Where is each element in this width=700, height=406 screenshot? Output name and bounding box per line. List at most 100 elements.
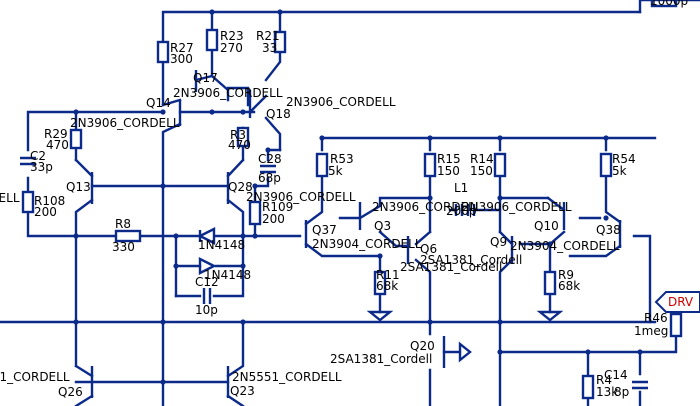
label-top-val: 1000p [650, 0, 688, 8]
label-r29-val: 470 [46, 138, 69, 152]
drv-net-flag [654, 291, 700, 313]
label-r23-ref: R23 [220, 29, 244, 43]
label-q18-model: 2N3906_CORDELL [286, 95, 396, 109]
label-q26-model: 2N5551_CORDELL [0, 370, 70, 384]
label-q14: Q14 [146, 96, 171, 110]
label-r21-ref: R21 [256, 29, 280, 43]
resistor-r8-body [114, 229, 142, 243]
label-q18: Q18 [266, 107, 291, 121]
label-r53-ref: R53 [330, 152, 354, 166]
capacitor-c2 [20, 156, 36, 166]
resistor-r108-body [21, 190, 35, 214]
label-q20: Q20 [410, 339, 435, 353]
label-r15-ref: R15 [437, 152, 461, 166]
label-q38: Q38 [596, 223, 621, 237]
label-r54-val: 5k [612, 164, 627, 178]
label-r108-val: 200 [34, 205, 57, 219]
junction-dots [73, 9, 643, 385]
label-l1-val: 200p [446, 204, 477, 218]
label-r11-ref: R11 [376, 268, 400, 282]
capacitor-c28 [260, 164, 276, 174]
label-r27-ref: R27 [170, 41, 194, 55]
resistor-r3-body [236, 126, 250, 148]
label-r4-val: 13k [596, 385, 618, 399]
label-r21-val: 33 [262, 41, 277, 55]
label-r8-val: 330 [112, 240, 135, 254]
resistor-r4-body [581, 374, 595, 400]
label-c12-ref: C12 [195, 275, 219, 289]
label-r109-ref: R109 [262, 200, 293, 214]
ground-symbol-right [536, 310, 564, 322]
diode-d2 [198, 257, 217, 275]
label-q26: Q26 [58, 385, 83, 399]
label-q17: Q17 [193, 71, 218, 85]
label-r54-ref: R54 [612, 152, 636, 166]
label-q13: Q13 [66, 180, 91, 194]
transistor-bars [90, 70, 622, 398]
label-q23: Q23 [230, 384, 255, 398]
label-d2-val: 1N4148 [204, 268, 251, 282]
ground-symbol-left [366, 310, 394, 322]
label-q38-model: 2N3904_CORDELL [510, 239, 620, 253]
label-r14-ref: R14 [470, 152, 494, 166]
label-r46-ref: R46 [644, 311, 668, 325]
label-c28-val: 68p [258, 171, 281, 185]
label-q9-model: 2SA1381_Cordell [420, 253, 522, 267]
label-r11-val: 68k [376, 279, 398, 293]
label-l1-ref: L1 [454, 181, 468, 195]
resistor-r9-body [543, 270, 557, 296]
resistor-top-body [650, 0, 678, 8]
label-q10-model: 2N3906_CORDELL [462, 200, 572, 214]
label-r3-val: 470 [228, 138, 251, 152]
label-r4-ref: R4 [596, 373, 612, 387]
label-q9: Q9 [490, 235, 507, 249]
resistor-r15-body [423, 152, 437, 178]
output-arrow [458, 341, 472, 363]
component-labels: R27 300 R23 270 R21 33 1000p Q17 Q14 2N3… [0, 0, 688, 399]
label-r8-ref: R8 [115, 217, 131, 231]
resistor-r53-body [315, 152, 329, 178]
label-q13-model: 2N3906_CORDELL [70, 116, 180, 130]
label-r53-val: 5k [328, 164, 343, 178]
label-r108-ref: R108 [34, 194, 65, 208]
label-r46-val: 1meg [634, 324, 668, 338]
resistor-r23-body [205, 28, 219, 52]
label-c14-ref: C14 [604, 368, 628, 382]
label-c12-val: 10p [195, 303, 218, 317]
capacitor-c14 [632, 380, 648, 390]
label-r109-val: 200 [262, 212, 285, 226]
resistor-r11-body [373, 270, 387, 296]
label-d1-val: 1N4148 [198, 238, 245, 252]
label-c28-ref: C28 [258, 152, 282, 166]
resistor-r29-body [69, 128, 83, 150]
label-q14-model: 2N3906_CORDELL [173, 86, 283, 100]
label-r29-ref: R29 [44, 127, 68, 141]
label-r15-val: 150 [437, 164, 460, 178]
resistor-r21-body [273, 30, 287, 54]
inductor-l1 [454, 204, 476, 216]
label-q28: Q28 [228, 180, 253, 194]
label-c2-ref: C2 [30, 149, 46, 163]
resistor-r14-body [493, 152, 507, 178]
label-q3: Q3 [374, 219, 391, 233]
label-c2-val: 33p [30, 160, 53, 174]
label-q37: Q37 [312, 223, 337, 237]
label-q28-model: 2N3906_CORDELL [246, 190, 356, 204]
resistor-r109-body [248, 200, 262, 226]
label-r9-val: 68k [558, 279, 580, 293]
label-q10: Q10 [534, 219, 559, 233]
label-q3-model: 2N3906_CORDELL [372, 200, 482, 214]
diode-d1 [197, 227, 216, 245]
label-q20-model: 2SA1381_Cordell [330, 352, 432, 366]
label-c14-val: 8p [614, 385, 629, 399]
label-q23-model: 2N5551_CORDELL [232, 370, 342, 384]
label-r14-val: 150 [470, 164, 493, 178]
resistor-r27-body [156, 40, 170, 64]
label-q37-model: 2N3904_CORDELL [312, 237, 422, 251]
capacitor-c12 [202, 288, 212, 304]
label-q6: Q6 [420, 242, 437, 256]
resistor-r46-body [669, 312, 683, 338]
drv-net-label: DRV [668, 295, 694, 309]
label-r23-val: 270 [220, 41, 243, 55]
